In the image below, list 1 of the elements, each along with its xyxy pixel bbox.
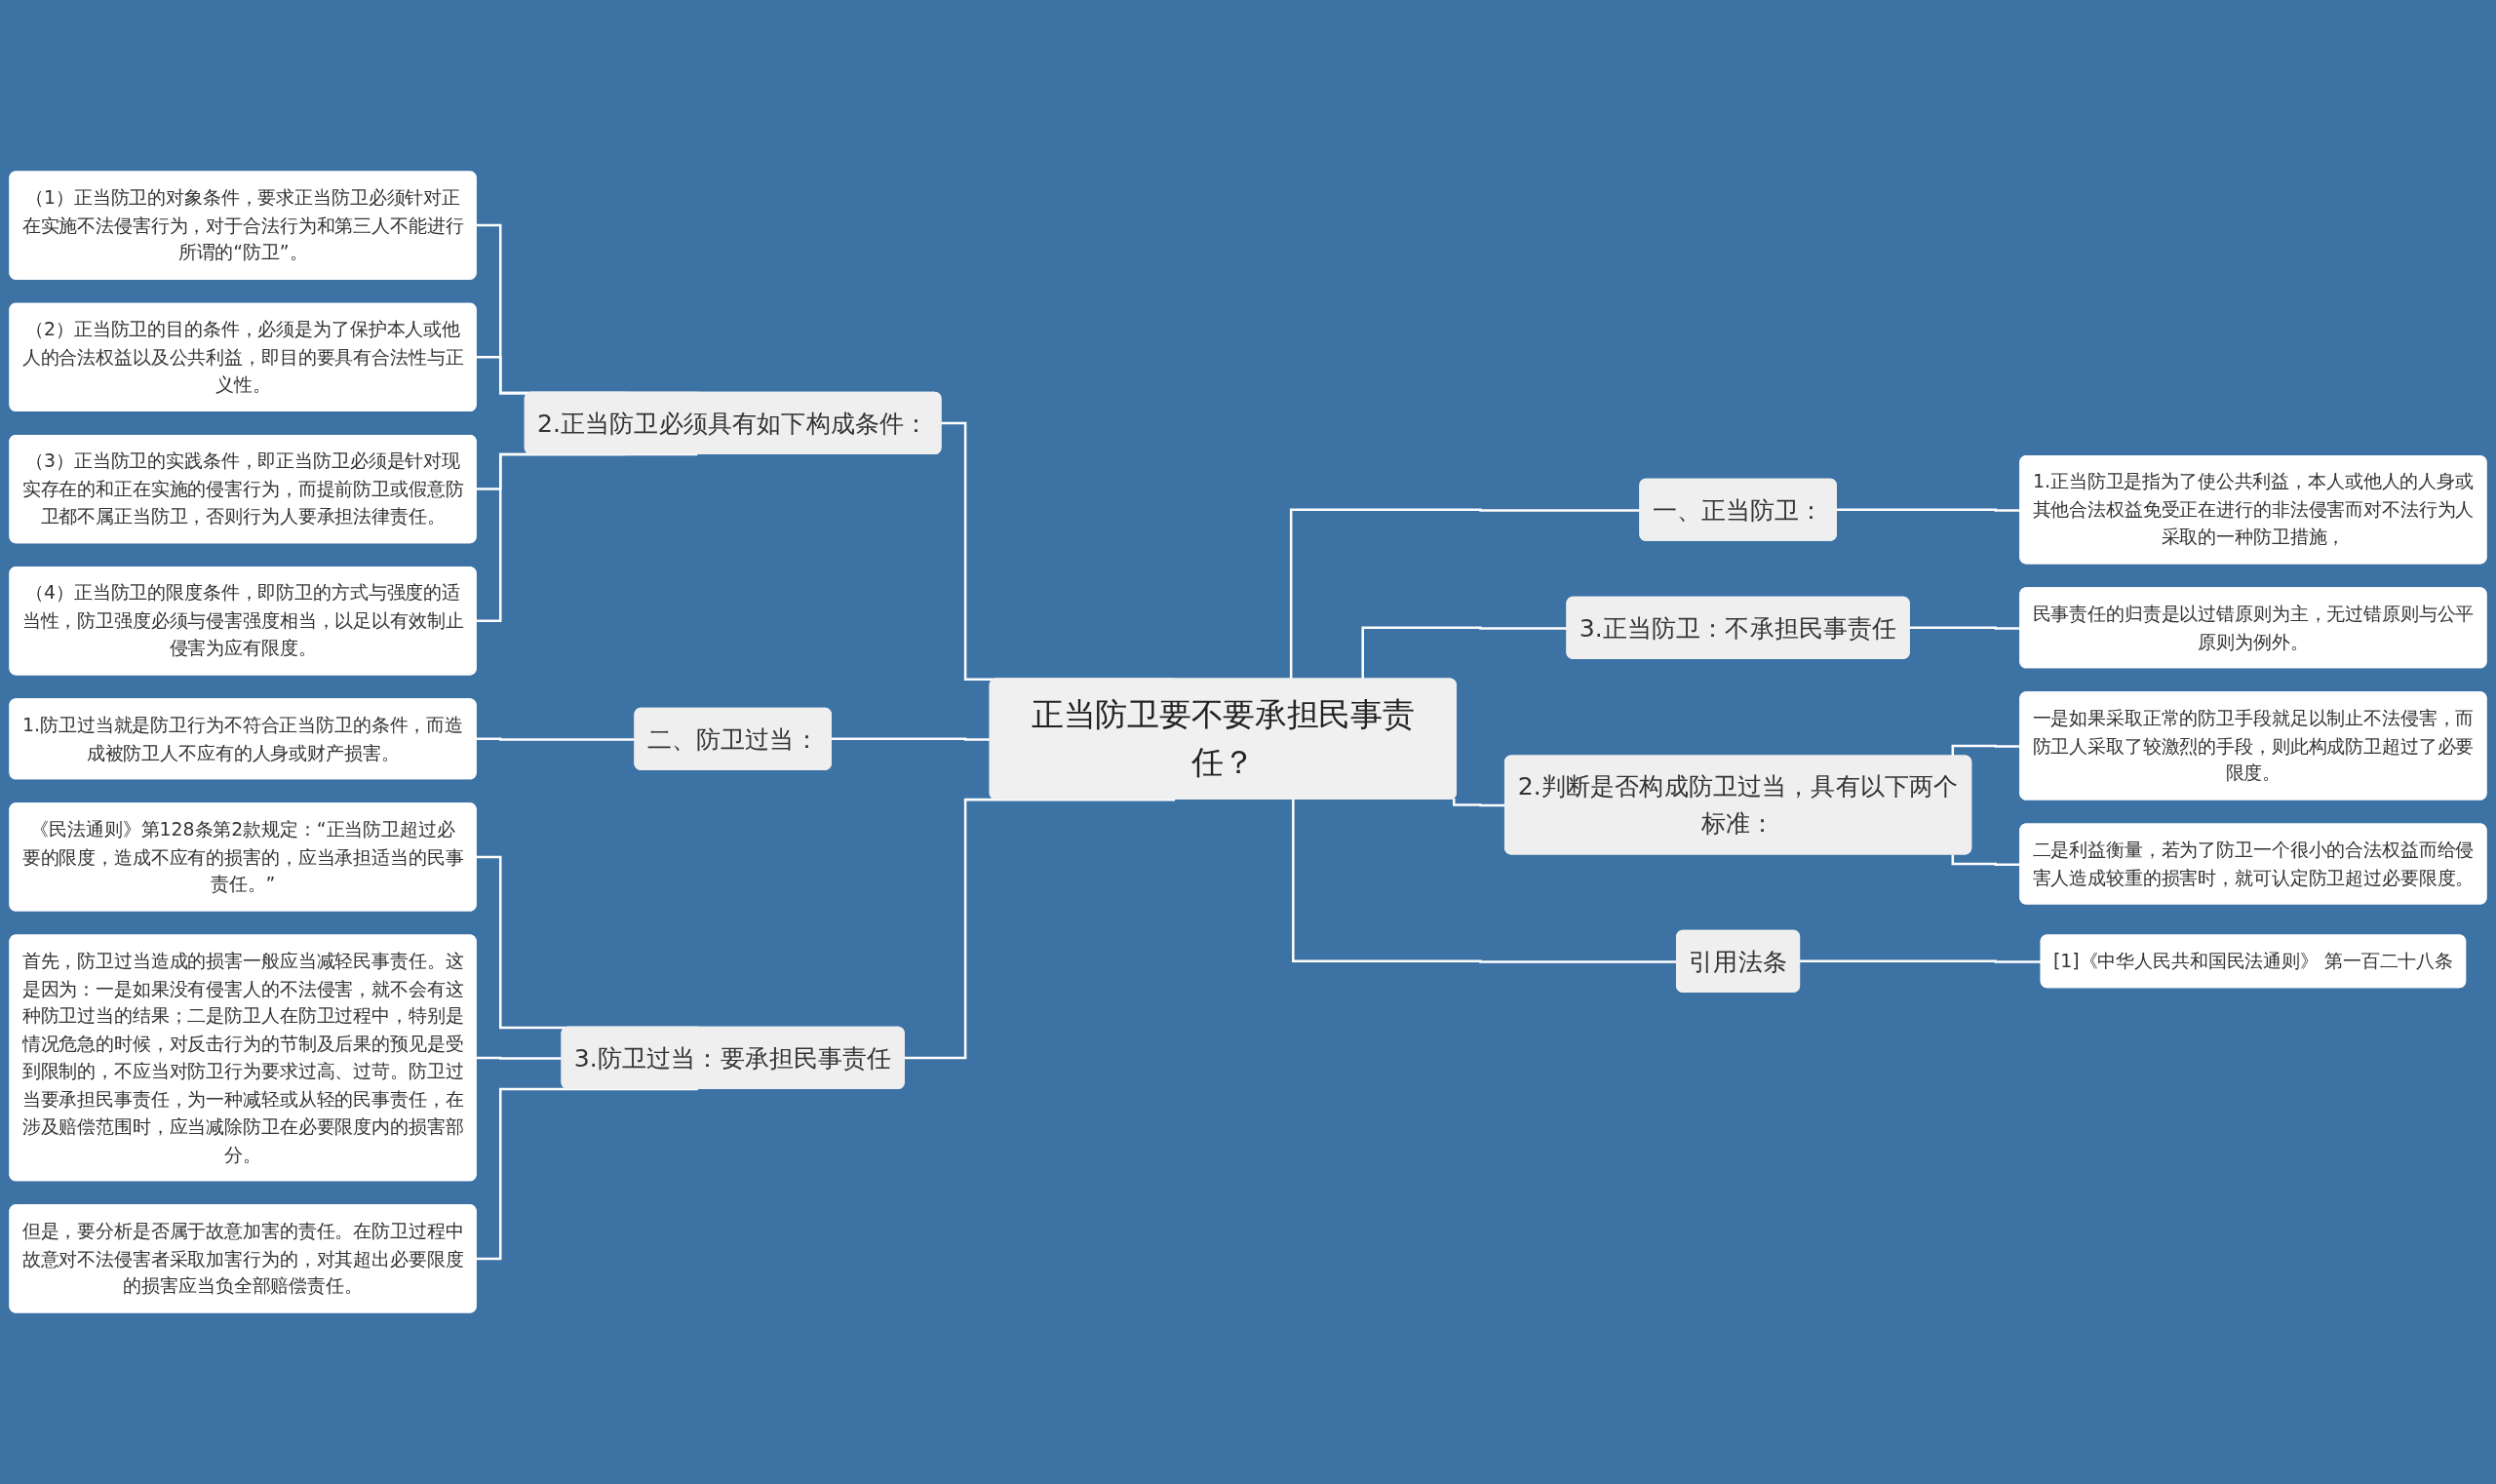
connector bbox=[1361, 626, 1568, 680]
